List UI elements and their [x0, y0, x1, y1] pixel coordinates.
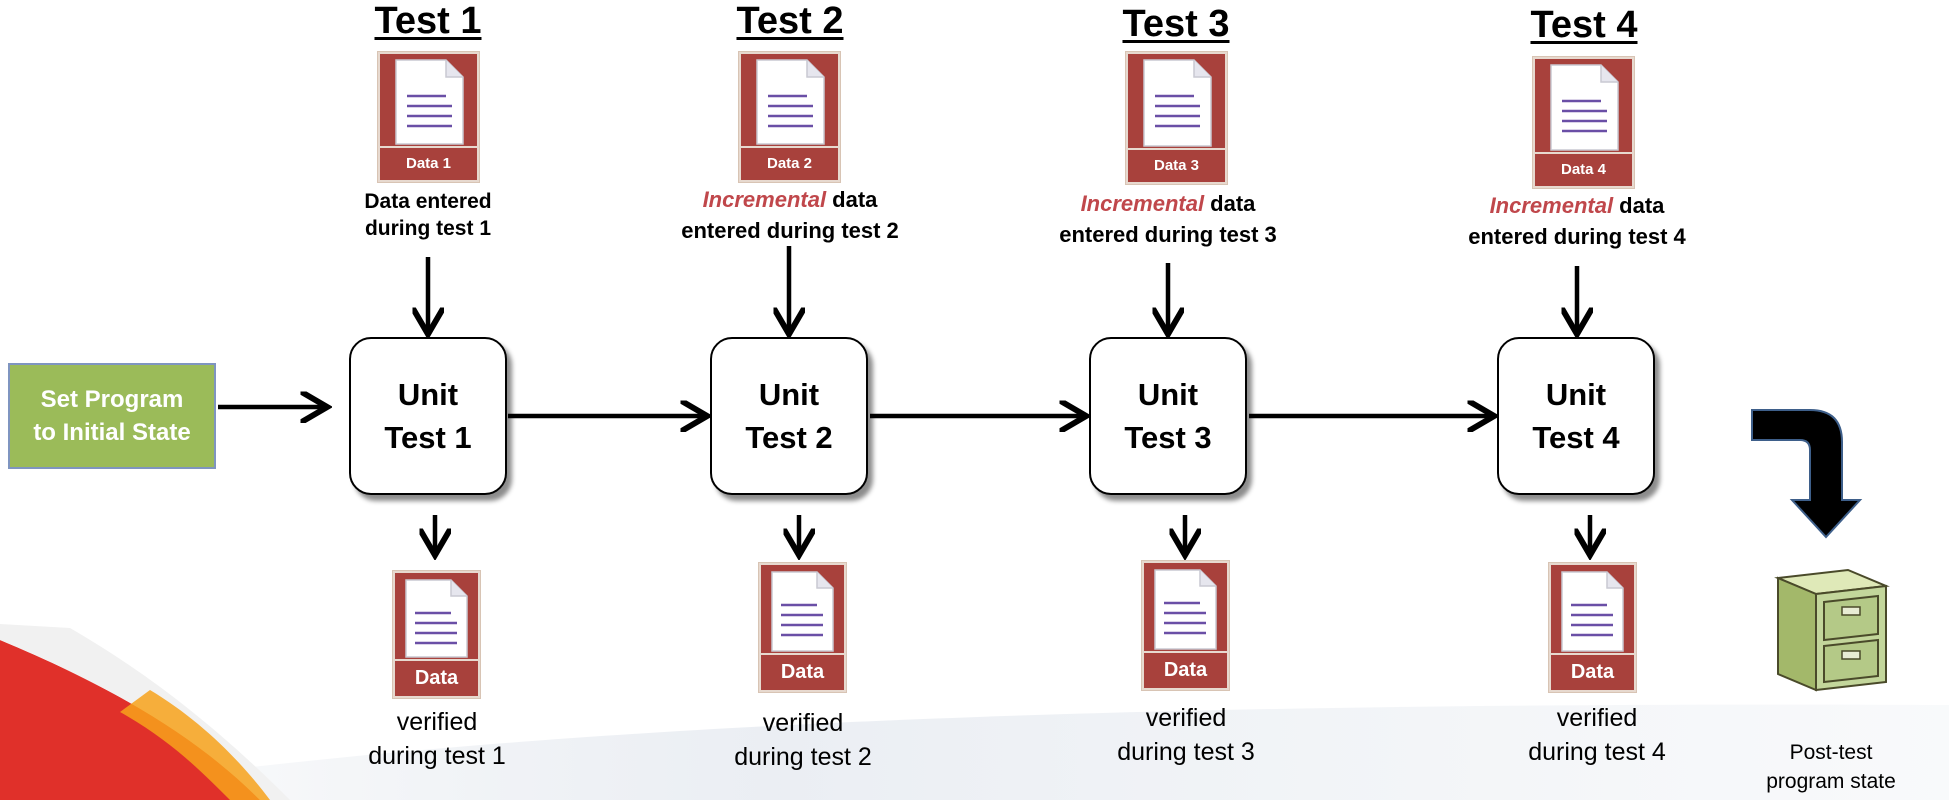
- post-test-caption: Post-test program state: [1746, 738, 1916, 796]
- incremental-label: Incremental: [702, 187, 827, 212]
- test-3-title: Test 3: [1122, 3, 1230, 45]
- test-1-title: Test 1: [374, 0, 482, 42]
- unit-test-1-box: Unit Test 1: [349, 337, 507, 495]
- output-doc-4-label: Data: [1549, 653, 1636, 692]
- caption-2-data-word: data: [826, 187, 878, 212]
- verified-1-line1: verified: [396, 708, 478, 736]
- unit-1-line2: Test 1: [384, 420, 472, 455]
- input-doc-1: Data 1: [377, 51, 480, 183]
- caption-2-line2: entered during test 2: [681, 218, 899, 243]
- verified-3-line1: verified: [1145, 704, 1227, 732]
- verified-caption-3: verified during test 3: [1086, 701, 1286, 769]
- unit-test-3-box: Unit Test 3: [1089, 337, 1247, 495]
- verified-3-line2: during test 3: [1117, 738, 1255, 766]
- input-caption-4: Incremental data entered during test 4: [1437, 190, 1717, 252]
- verified-caption-1: verified during test 1: [337, 705, 537, 773]
- output-doc-1: Data: [392, 570, 481, 699]
- unit-test-4-box: Unit Test 4: [1497, 337, 1655, 495]
- caption-3-data-word: data: [1204, 191, 1256, 216]
- bent-arrow-to-cabinet-icon: [1751, 409, 1863, 539]
- caption-4-line2: entered during test 4: [1468, 224, 1686, 249]
- post-test-line2: program state: [1766, 770, 1896, 793]
- caption-3-line2: entered during test 3: [1059, 222, 1277, 247]
- input-doc-4: Data 4: [1532, 56, 1635, 189]
- document-icon: [1550, 64, 1619, 151]
- unit-4-line2: Test 4: [1532, 420, 1620, 455]
- document-icon: [771, 571, 834, 652]
- swoosh-fade: [0, 704, 1949, 800]
- output-doc-3-label: Data: [1142, 651, 1229, 690]
- document-icon: [756, 59, 825, 145]
- set-program-initial-state-box: Set Program to Initial State: [8, 363, 216, 469]
- verified-1-line2: during test 1: [368, 742, 506, 770]
- unit-test-2-box: Unit Test 2: [710, 337, 868, 495]
- output-doc-1-label: Data: [393, 659, 480, 698]
- document-icon: [1561, 571, 1624, 652]
- output-doc-4: Data: [1548, 562, 1637, 693]
- verified-4-line1: verified: [1556, 704, 1638, 732]
- verified-4-line2: during test 4: [1528, 738, 1666, 766]
- init-box-line1: Set Program: [40, 386, 184, 413]
- input-doc-2-label: Data 2: [739, 146, 840, 182]
- output-doc-2: Data: [758, 562, 847, 693]
- document-icon: [1143, 59, 1212, 147]
- unit-3-line1: Unit: [1137, 377, 1199, 412]
- output-doc-2-label: Data: [759, 653, 846, 692]
- input-doc-2: Data 2: [738, 51, 841, 183]
- input-caption-3: Incremental data entered during test 3: [1028, 188, 1308, 250]
- incremental-label: Incremental: [1489, 193, 1614, 218]
- test-4-title: Test 4: [1530, 4, 1638, 46]
- document-icon: [395, 59, 464, 145]
- input-doc-3-label: Data 3: [1126, 148, 1227, 184]
- caption-4-line1: Incremental data: [1437, 190, 1717, 221]
- test-2-title: Test 2: [736, 0, 844, 42]
- caption-1-line1: Data entered: [364, 190, 492, 213]
- unit-2-line2: Test 2: [745, 420, 833, 455]
- input-doc-3: Data 3: [1125, 51, 1228, 185]
- unit-4-line1: Unit: [1545, 377, 1607, 412]
- caption-2-line1: Incremental data: [650, 184, 930, 215]
- verified-2-line1: verified: [762, 709, 844, 737]
- unit-1-line1: Unit: [397, 377, 459, 412]
- output-doc-3: Data: [1141, 560, 1230, 691]
- input-caption-2: Incremental data entered during test 2: [650, 184, 930, 246]
- post-test-line1: Post-test: [1789, 741, 1873, 764]
- verified-caption-4: verified during test 4: [1497, 701, 1697, 769]
- swoosh-orange: [120, 690, 270, 800]
- init-box-line2: to Initial State: [33, 419, 191, 446]
- verified-caption-2: verified during test 2: [703, 706, 903, 774]
- filing-cabinet-icon: [1774, 568, 1890, 692]
- input-doc-1-label: Data 1: [378, 146, 479, 182]
- unit-3-line2: Test 3: [1124, 420, 1212, 455]
- incremental-label: Incremental: [1080, 191, 1205, 216]
- verified-2-line2: during test 2: [734, 743, 872, 771]
- caption-4-data-word: data: [1613, 193, 1665, 218]
- caption-1-line2: during test 1: [364, 217, 491, 240]
- document-icon: [405, 579, 468, 658]
- document-icon: [1154, 569, 1217, 650]
- input-doc-4-label: Data 4: [1533, 152, 1634, 188]
- unit-2-line1: Unit: [758, 377, 820, 412]
- caption-3-line1: Incremental data: [1028, 188, 1308, 219]
- input-caption-1: Data entered during test 1: [308, 188, 548, 242]
